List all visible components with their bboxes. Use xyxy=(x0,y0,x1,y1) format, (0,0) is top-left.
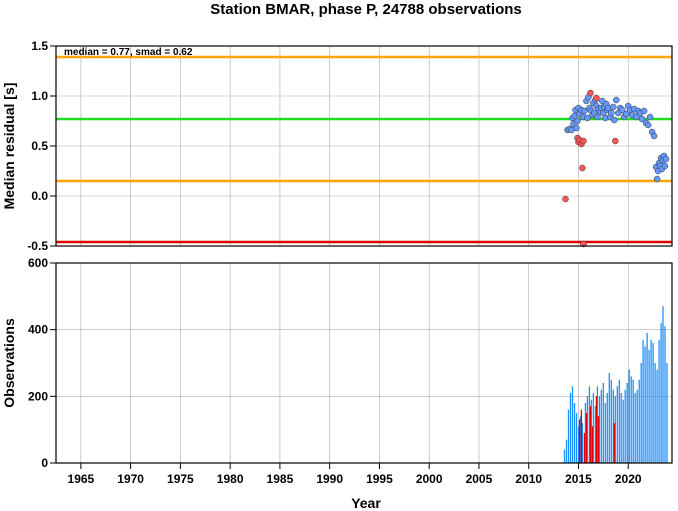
residual-y-ticks: -0.5 0.0 0.5 1.0 1.5 xyxy=(27,39,56,253)
residual-ytick-label-2: 0.5 xyxy=(31,139,48,153)
x-tick-label-3: 1980 xyxy=(217,472,244,486)
residual-point-1-9 xyxy=(593,94,600,102)
residual-ytick-label-0: -0.5 xyxy=(27,239,48,253)
residual-point-1-0 xyxy=(562,195,569,203)
observations-ytick-label-3: 600 xyxy=(28,256,48,270)
x-tick-label-6: 1995 xyxy=(366,472,393,486)
residual-point-1-6 xyxy=(580,137,587,145)
residual-ytick-label-1: 0.0 xyxy=(31,189,48,203)
residual-point-1-8 xyxy=(587,89,594,97)
residual-y-axis-label: Median residual [s] xyxy=(1,83,17,210)
residual-point-0-52 xyxy=(638,115,646,123)
residual-point-0-42 xyxy=(618,106,626,114)
residual-reference-lines xyxy=(56,55,672,244)
residual-ytick-label-3: 1.0 xyxy=(31,89,48,103)
observations-x-ticks: 1965 1970 1975 1980 1985 1990 1995 2000 2005 2010… xyxy=(68,463,642,486)
residual-point-0-38 xyxy=(611,116,618,124)
x-tick-label-2: 1975 xyxy=(167,472,194,486)
observations-y-ticks: 0 200 400 600 xyxy=(28,256,56,470)
residual-panel: -0.5 0.0 0.5 1.0 1.5 median = 0.77, smad = 0… xyxy=(1,39,673,253)
x-tick-label-10: 2015 xyxy=(565,472,592,486)
residual-point-0-53 xyxy=(640,107,648,115)
residual-point-0-55 xyxy=(644,121,652,129)
residual-point-1-5 xyxy=(579,164,586,172)
x-tick-label-5: 1990 xyxy=(316,472,343,486)
residual-point-0-49 xyxy=(632,113,640,121)
residual-point-0-8 xyxy=(574,117,581,125)
x-tick-label-9: 2010 xyxy=(515,472,542,486)
residual-point-0-68 xyxy=(661,162,669,170)
residual-point-0-13 xyxy=(581,107,588,115)
residual-point-0-58 xyxy=(650,132,658,140)
residual-point-0-37 xyxy=(610,103,617,111)
x-tick-label-7: 2000 xyxy=(416,472,443,486)
x-tick-label-11: 2020 xyxy=(615,472,642,486)
x-tick-label-0: 1965 xyxy=(68,472,95,486)
residual-point-1-10 xyxy=(612,137,619,145)
residual-point-0-36 xyxy=(608,109,615,117)
observations-panel: 0 200 400 600 1965 1970 1975 1980 1985 1990 1995 2… xyxy=(1,256,673,511)
observations-bars xyxy=(563,306,668,463)
residual-point-0-56 xyxy=(646,113,654,121)
residual-point-0-39 xyxy=(613,96,620,104)
residual-point-0-15 xyxy=(584,114,591,122)
observations-ytick-label-2: 400 xyxy=(28,323,48,337)
residual-point-0-24 xyxy=(594,113,601,121)
residual-point-0-60 xyxy=(653,175,661,183)
residual-ytick-label-4: 1.5 xyxy=(31,39,48,53)
median-annotation: median = 0.77, smad = 0.62 xyxy=(64,47,193,58)
chart-title: Station BMAR, phase P, 24788 observation… xyxy=(210,1,522,18)
x-tick-label-1: 1970 xyxy=(117,472,144,486)
observations-ytick-label-0: 0 xyxy=(41,456,48,470)
observations-y-axis-label: Observations xyxy=(1,318,17,408)
x-axis-label: Year xyxy=(351,495,381,511)
observations-ytick-label-1: 200 xyxy=(28,389,48,403)
x-tick-label-8: 2005 xyxy=(466,472,493,486)
residual-point-0-7 xyxy=(573,124,580,132)
x-tick-label-4: 1985 xyxy=(267,472,294,486)
observations-frame xyxy=(55,262,673,464)
residual-point-0-69 xyxy=(662,155,670,163)
